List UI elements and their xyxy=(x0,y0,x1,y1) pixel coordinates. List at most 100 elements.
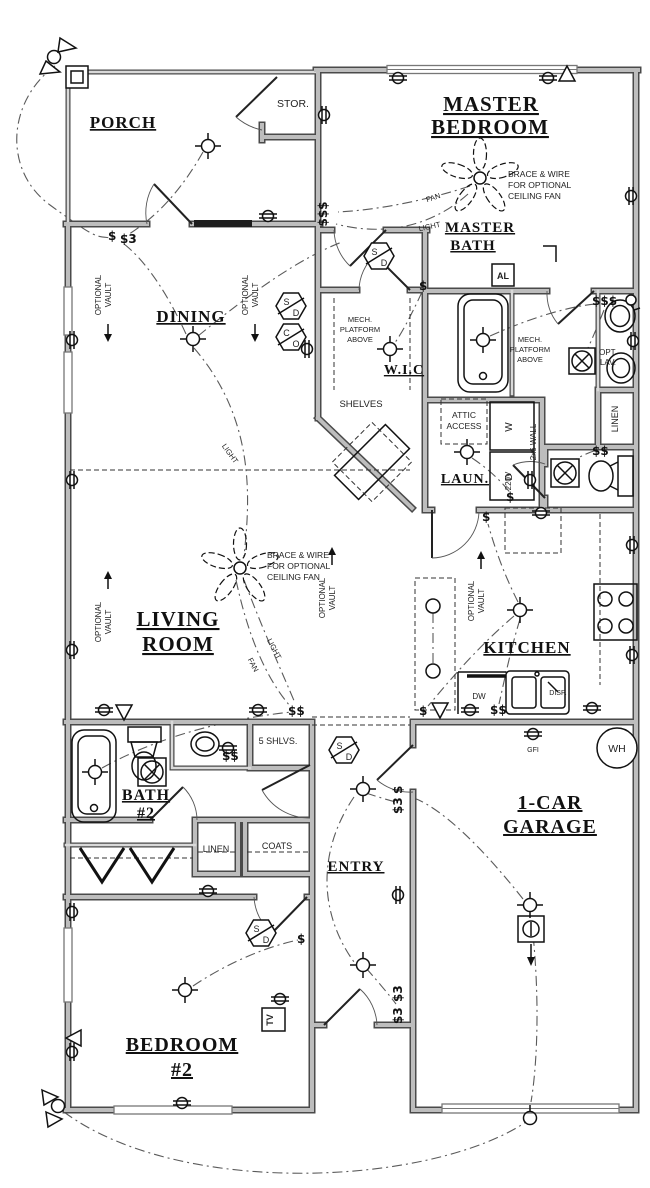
smoke-detector-dining: S D xyxy=(275,292,307,320)
washer-box xyxy=(489,401,535,451)
walls xyxy=(62,66,642,1114)
label-master-bath-1: MASTER xyxy=(445,220,515,236)
smoke-detector-entry: S D xyxy=(328,736,360,764)
mech-unit xyxy=(331,421,413,503)
master-toilet xyxy=(588,455,634,497)
svg-text:$3: $3 xyxy=(391,985,405,1002)
optional-vault-dining-right: OPTIONAL VAULT xyxy=(241,274,260,342)
bifold-doors xyxy=(78,847,176,885)
label-bath2-2: #2 xyxy=(137,805,155,822)
switch3-porch: $3 xyxy=(120,232,137,246)
optional-vault-dining-left: OPTIONAL VAULT xyxy=(94,274,113,342)
switch-laundry: $ xyxy=(506,490,514,504)
svg-text:VAULT: VAULT xyxy=(251,283,260,308)
tv-label: TV xyxy=(265,1014,275,1026)
bath2-tub xyxy=(71,729,117,823)
tv-box: TV xyxy=(261,1007,286,1032)
label-washer: W xyxy=(504,422,515,432)
exhaust-fan-bath2 xyxy=(137,757,167,787)
svg-text:PLATFORM: PLATFORM xyxy=(510,345,550,354)
optional-lav-sink xyxy=(606,352,636,384)
svg-text:D: D xyxy=(263,935,270,945)
label-bedroom2-1: BEDROOM xyxy=(126,1034,239,1056)
master-tub xyxy=(457,293,509,393)
svg-text:ABOVE: ABOVE xyxy=(517,355,543,364)
fixtures: WH AL TV xyxy=(38,36,641,1129)
switches-toilet-room: $$ xyxy=(592,444,609,458)
label-living-2: ROOM xyxy=(142,632,214,656)
label-garage-2: GARAGE xyxy=(503,816,597,838)
dimmer xyxy=(625,294,637,306)
switch-kitchen-hall: $ xyxy=(482,510,490,524)
label-attic-2: ACCESS xyxy=(447,421,482,431)
tag-light-living: LIGHT xyxy=(265,637,284,661)
master-lav-sink xyxy=(604,299,641,333)
svg-text:O: O xyxy=(292,339,299,349)
tag-fan-living: FAN xyxy=(246,656,261,673)
recessed-light-2 xyxy=(425,663,441,679)
mech-platform-note-bath: MECH. PLATFORM ABOVE xyxy=(510,335,550,364)
recessed-light-1 xyxy=(425,598,441,614)
label-porch: PORCH xyxy=(90,113,156,132)
svg-text:VAULT: VAULT xyxy=(104,283,113,308)
label-lav: LAV. xyxy=(600,358,616,367)
window-dining-2 xyxy=(63,351,73,414)
brace-wire-note-living: BRACE & WIRE FOR OPTIONAL CEILING FAN xyxy=(267,550,331,582)
water-heater: WH xyxy=(596,727,638,769)
svg-text:FOR OPTIONAL: FOR OPTIONAL xyxy=(508,180,572,190)
switches-master-bath: $$$ xyxy=(592,294,617,308)
label-opt: OPT. xyxy=(599,348,617,357)
switch-bedroom2: $ xyxy=(297,932,305,946)
switches: $ $3 $$$ $ $$$ $$ $ $ $$ $ $$ $3 $ $3 $3… xyxy=(108,201,637,1024)
label-dryer: D xyxy=(504,473,515,480)
range xyxy=(593,583,638,641)
tag-fan-master: FAN xyxy=(425,191,442,204)
label-gfi: GFI xyxy=(527,747,539,754)
light-wic xyxy=(376,335,404,363)
exhaust-fan-master-bath xyxy=(568,347,596,375)
optional-vault-kitchen: OPTIONAL VAULT xyxy=(467,551,486,621)
flood-light-bottom-left xyxy=(41,1088,66,1129)
water-heater-label: WH xyxy=(608,743,626,755)
alarm-box: AL xyxy=(491,263,515,287)
svg-text:OPTIONAL: OPTIONAL xyxy=(318,577,327,618)
label-master-bath-2: BATH xyxy=(450,238,495,254)
brace-wire-note-master: BRACE & WIRE FOR OPTIONAL CEILING FAN xyxy=(508,169,572,201)
svg-text:OPTIONAL: OPTIONAL xyxy=(241,274,250,315)
svg-text:OPTIONAL: OPTIONAL xyxy=(467,580,476,621)
ceiling-lights xyxy=(81,132,544,1004)
svg-text:D: D xyxy=(293,308,300,318)
jack-living xyxy=(115,704,133,721)
co-detector-dining: C O xyxy=(275,323,307,351)
label-stor: STOR. xyxy=(277,98,309,110)
svg-text:VAULT: VAULT xyxy=(104,610,113,635)
bath2-sink xyxy=(190,731,220,757)
walls-fill xyxy=(64,68,640,1112)
master-bath-leader xyxy=(543,245,557,262)
label-disp: DISP. xyxy=(549,690,566,697)
switches-master: $$$ xyxy=(316,201,330,226)
svg-text:CEILING FAN: CEILING FAN xyxy=(267,572,320,582)
flood-light-top-left xyxy=(38,36,78,75)
optional-vault-living-left: OPTIONAL VAULT xyxy=(94,571,113,642)
kitchen-island xyxy=(414,577,456,711)
alarm-label: AL xyxy=(497,271,509,281)
svg-text:MECH.: MECH. xyxy=(518,335,542,344)
label-dining: DINING xyxy=(156,307,225,326)
smoke-detector-bedroom2: S D xyxy=(245,919,277,947)
switch-wic: $ xyxy=(419,279,427,293)
label-laundry: LAUN. xyxy=(441,472,489,487)
window-bedroom2-front xyxy=(113,1105,233,1115)
exhaust-fan-toilet-room xyxy=(550,458,580,488)
wiring-arcs xyxy=(16,65,605,1174)
label-garage-1: 1-CAR xyxy=(518,792,583,814)
porch-post xyxy=(65,65,89,89)
svg-text:$: $ xyxy=(391,786,405,794)
switch-porch: $ xyxy=(108,229,116,243)
annotations: BRACE & WIRE FOR OPTIONAL CEILING FAN BR… xyxy=(94,169,617,754)
label-2x6-wall: 2x6 WALL xyxy=(529,423,538,460)
svg-text:VAULT: VAULT xyxy=(477,589,486,614)
label-kitchen: KITCHEN xyxy=(483,638,570,657)
bath2-toilet xyxy=(127,726,162,781)
